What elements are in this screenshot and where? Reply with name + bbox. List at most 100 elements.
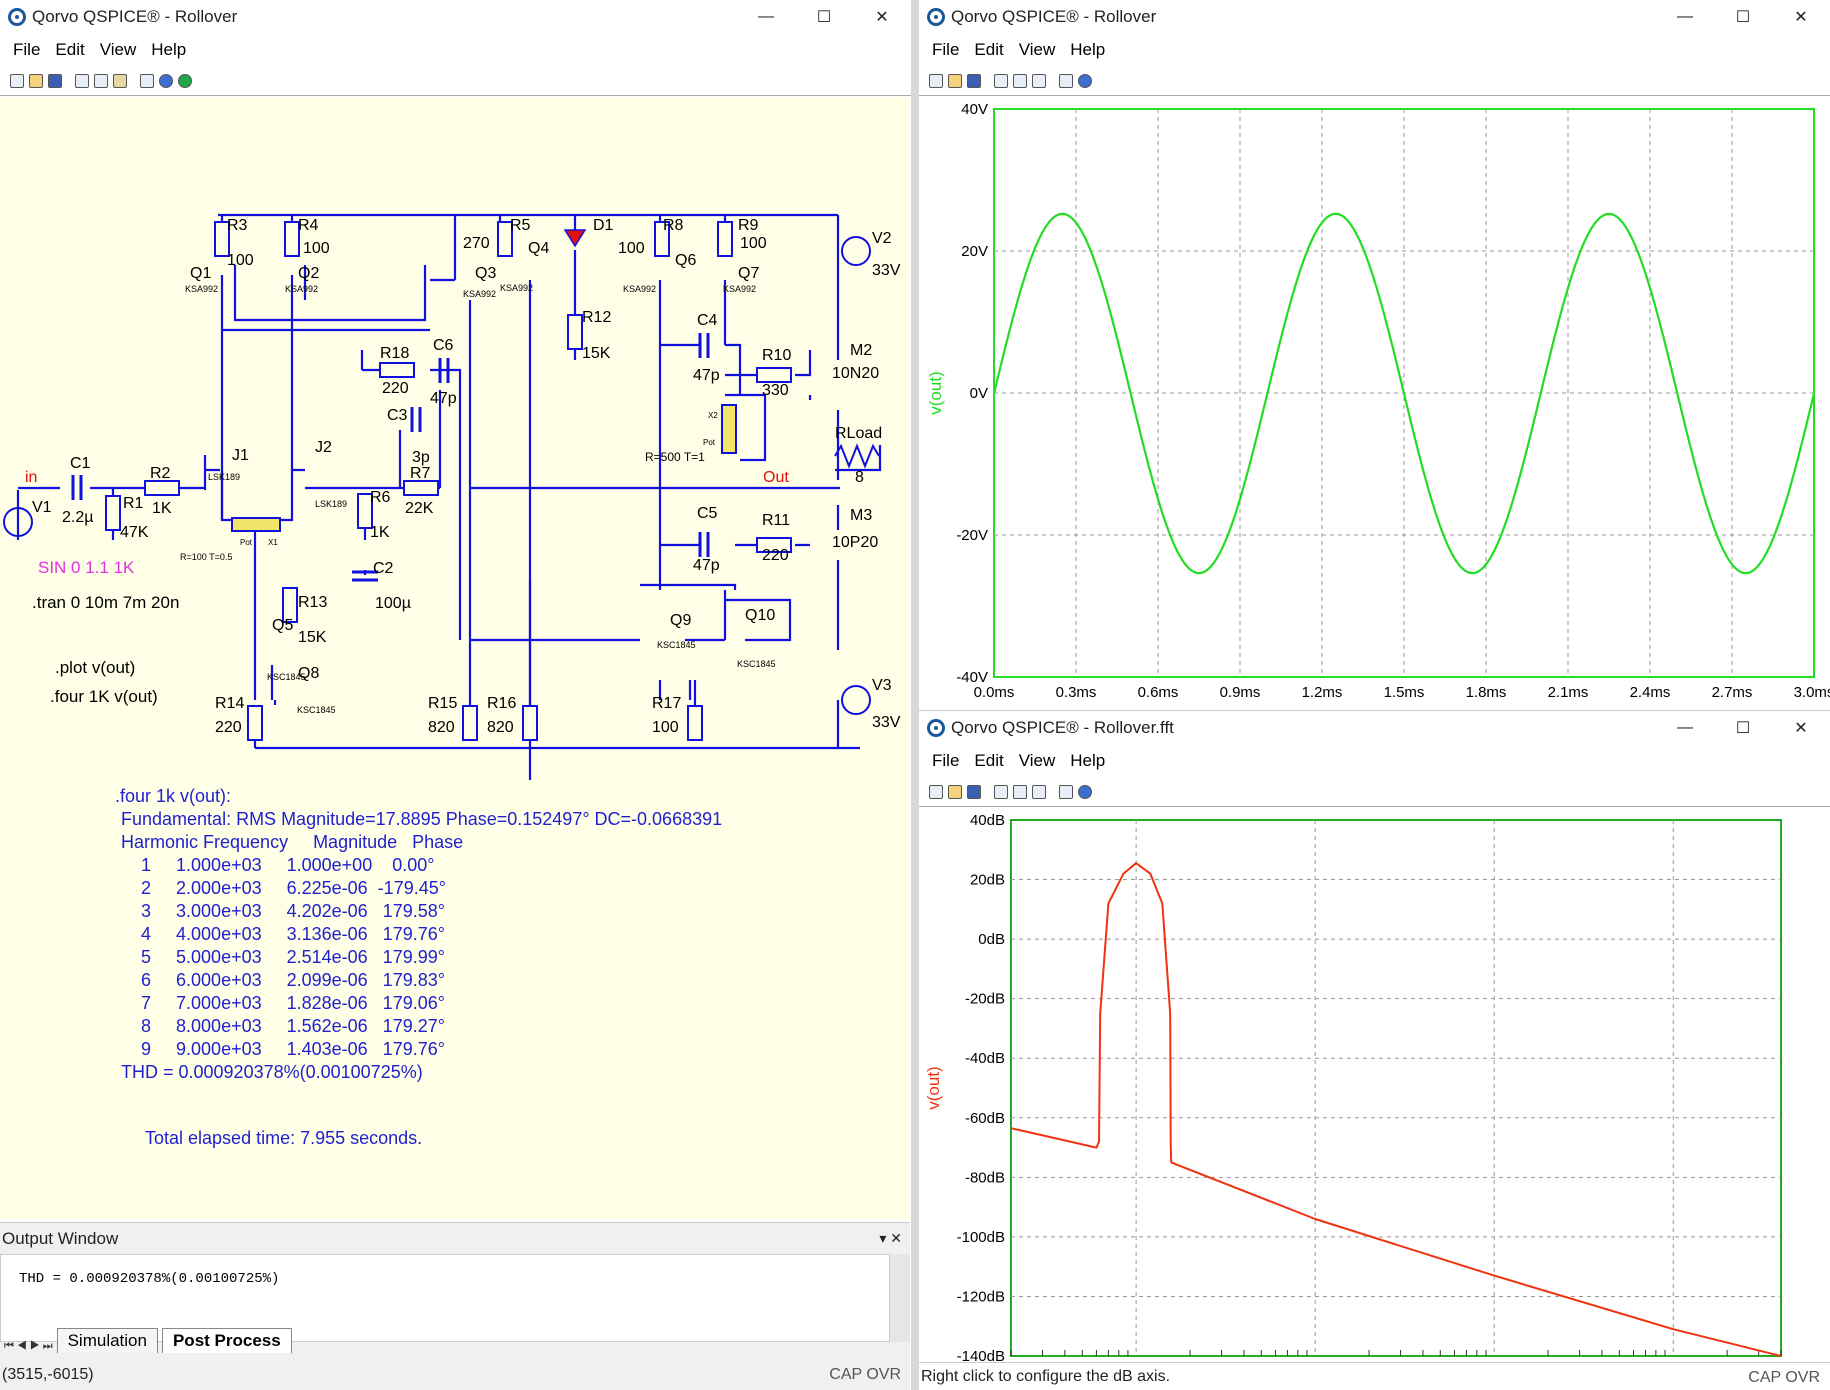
cut-icon[interactable] [75,73,89,88]
cut-icon[interactable] [994,784,1008,799]
four-columns: Harmonic Frequency Magnitude Phase [121,832,464,852]
label-c3-val: 3p [412,449,430,466]
menu-help[interactable]: Help [1070,40,1106,59]
open-folder-icon[interactable] [29,73,43,88]
open-folder-icon[interactable] [948,73,962,88]
new-file-icon[interactable] [929,73,943,88]
x-tick-label: 0.9ms [1220,684,1261,701]
directive-tran[interactable]: .tran 0 10m 7m 20n [32,593,179,612]
tab-nav-arrows[interactable]: ⏮ ◀ ▶ ⏭ [4,1340,53,1352]
menu-file[interactable]: File [932,751,960,770]
menu-view[interactable]: View [1018,40,1056,59]
x-tick-label: 2.1ms [1548,684,1589,701]
label-r5-val: 270 [463,235,490,252]
y-axis-label: v(out) [924,1066,943,1109]
copy-icon[interactable] [94,73,108,88]
save-icon[interactable] [48,73,62,88]
menu-file[interactable]: File [13,40,41,59]
pot-x1-icon [231,517,281,532]
menu-bar: File Edit View Help [919,745,1830,777]
directive-four[interactable]: .four 1K v(out) [50,687,158,706]
close-button[interactable]: ✕ [1794,720,1808,737]
new-file-icon[interactable] [929,784,943,799]
label-r7: R7 [410,465,431,482]
minimize-button[interactable]: — [1677,719,1693,736]
directive-plot[interactable]: .plot v(out) [55,658,135,677]
menu-help[interactable]: Help [151,40,187,59]
new-file-icon[interactable] [10,73,24,88]
label-q8-model: KSC1845 [297,705,336,715]
copy-icon[interactable] [1013,784,1027,799]
label-r16: R16 [487,695,516,712]
output-window-title: Output Window [2,1228,119,1248]
print-icon[interactable] [1059,784,1073,799]
label-c1-val: 2.2µ [62,509,93,526]
paste-icon[interactable] [1032,73,1046,88]
label-c3: C3 [387,407,408,424]
fft-status-text: Right click to configure the dB axis. [921,1367,1171,1385]
menu-edit[interactable]: Edit [974,40,1004,59]
label-q2-model: KSA992 [285,284,318,294]
label-m3: M3 [850,507,872,524]
x-tick-label: 0.6ms [1138,684,1179,701]
label-r10-val: 330 [762,382,789,399]
fft-titlebar[interactable]: Qorvo QSPICE® - Rollover.fft — ☐ ✕ [919,711,1830,745]
label-pot2-ref: Pot [703,438,716,447]
label-r13-val: 15K [298,629,327,646]
menu-view[interactable]: View [1018,751,1056,770]
close-button[interactable]: ✕ [875,9,889,26]
menu-help[interactable]: Help [1070,751,1106,770]
menu-file[interactable]: File [932,40,960,59]
paste-icon[interactable] [113,73,127,88]
toolbar [919,66,1830,96]
label-v2: V2 [872,230,892,247]
tab-simulation[interactable]: Simulation [56,1328,158,1353]
help-icon[interactable] [159,73,173,88]
minimize-button[interactable]: — [758,8,774,25]
paste-icon[interactable] [1032,784,1046,799]
open-folder-icon[interactable] [948,784,962,799]
tab-post-process[interactable]: Post Process [161,1328,292,1353]
directive-sin[interactable]: SIN 0 1.1 1K [38,558,135,577]
maximize-button[interactable]: ☐ [1735,9,1751,26]
label-r7-val: 22K [405,500,434,517]
copy-icon[interactable] [1013,73,1027,88]
four-row: 9 9.000e+03 1.403e-06 179.76° [121,1039,445,1059]
label-d1: D1 [593,217,614,234]
pot-x2-icon [721,404,737,454]
schematic-titlebar[interactable]: Qorvo QSPICE® - Rollover — ☐ ✕ [0,0,911,34]
save-icon[interactable] [967,73,981,88]
label-r9: R9 [738,217,759,234]
waveform-titlebar[interactable]: Qorvo QSPICE® - Rollover — ☐ ✕ [919,0,1830,34]
save-icon[interactable] [967,784,981,799]
schematic-canvas[interactable]: in Out V1 C1 2.2µ R1 47K R2 1K R3 100 R4… [0,97,910,1219]
minimize-button[interactable]: — [1677,8,1693,25]
label-j2: J2 [315,439,332,456]
y-tick-label: -140dB [957,1348,1005,1361]
maximize-button[interactable]: ☐ [1735,720,1751,737]
fft-plot[interactable]: 10³Hz10⁴Hz10⁵Hz10⁶Hz40dB20dB0dB-20dB-40d… [919,808,1830,1361]
label-q7-model: KSA992 [723,284,756,294]
help-icon[interactable] [1078,73,1092,88]
output-text[interactable]: THD = 0.000920378%(0.00100725%) [0,1254,890,1342]
close-button[interactable]: ✕ [1794,9,1808,26]
label-q10: Q10 [745,607,775,624]
help-icon[interactable] [1078,784,1092,799]
cut-icon[interactable] [994,73,1008,88]
print-icon[interactable] [1059,73,1073,88]
four-row: 5 5.000e+03 2.514e-06 179.99° [121,947,445,967]
y-tick-label: 0V [970,385,988,402]
menu-edit[interactable]: Edit [974,751,1004,770]
output-window-controls[interactable]: ▾ ✕ [879,1230,902,1246]
maximize-button[interactable]: ☐ [816,9,832,26]
label-r15: R15 [428,695,457,712]
label-r11-val: 220 [762,547,789,564]
label-r5: R5 [510,217,531,234]
label-q9-model: KSC1845 [657,640,696,650]
run-simulation-icon[interactable] [178,73,192,88]
print-icon[interactable] [140,73,154,88]
output-scrollbar[interactable] [890,1254,910,1342]
menu-edit[interactable]: Edit [55,40,85,59]
menu-view[interactable]: View [99,40,137,59]
